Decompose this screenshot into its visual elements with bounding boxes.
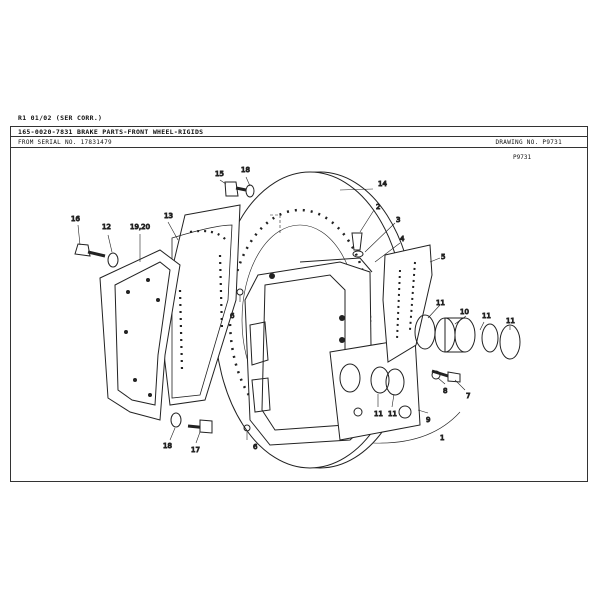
callout-11-c: 11 (506, 317, 515, 325)
callout-17: 17 (191, 446, 200, 454)
callout-11-d: 11 (374, 410, 383, 418)
callout-11-b: 11 (482, 312, 491, 320)
callout-5: 5 (441, 253, 445, 261)
leader-lines (77, 176, 511, 444)
callout-13: 13 (164, 212, 173, 220)
callout-8: 8 (443, 387, 447, 395)
callout-7: 7 (466, 392, 470, 400)
callout-10: 10 (460, 308, 469, 316)
figure-code: P9731 (513, 154, 532, 161)
header-divider (10, 136, 588, 137)
callout-11-a: 11 (436, 299, 445, 307)
callout-6-b: 6 (253, 443, 258, 451)
drawing-number: DRAWING NO. P9731 (495, 139, 562, 146)
callout-14: 14 (378, 180, 387, 188)
callout-6-a: 6 (230, 312, 235, 320)
callout-18-a: 18 (241, 166, 250, 174)
shim-plates (99, 249, 181, 421)
page-title: 165-0020-7831 BRAKE PARTS-FRONT WHEEL-RI… (18, 128, 204, 136)
drawing-frame (10, 126, 588, 482)
callout-9: 9 (426, 416, 430, 424)
caliper-mount-face (329, 337, 421, 441)
bolts-fasteners (74, 181, 461, 434)
serial-number: FROM SERIAL NO. 17831479 (18, 139, 112, 146)
callout-19-20: 19,20 (130, 223, 150, 231)
callout-4: 4 (400, 235, 405, 243)
callout-18-b: 18 (163, 442, 172, 450)
callout-12: 12 (102, 223, 111, 231)
callout-15: 15 (215, 170, 224, 178)
header-divider-lower (10, 147, 588, 148)
piston-seals (370, 314, 521, 396)
callout-2: 2 (376, 203, 380, 211)
brake-pad (382, 244, 433, 363)
callout-16: 16 (71, 215, 80, 223)
callout-1: 1 (440, 434, 444, 442)
revision-label: R1 01/02 (SER CORR.) (18, 114, 103, 122)
callout-3: 3 (396, 216, 400, 224)
callout-11-e: 11 (388, 410, 397, 418)
